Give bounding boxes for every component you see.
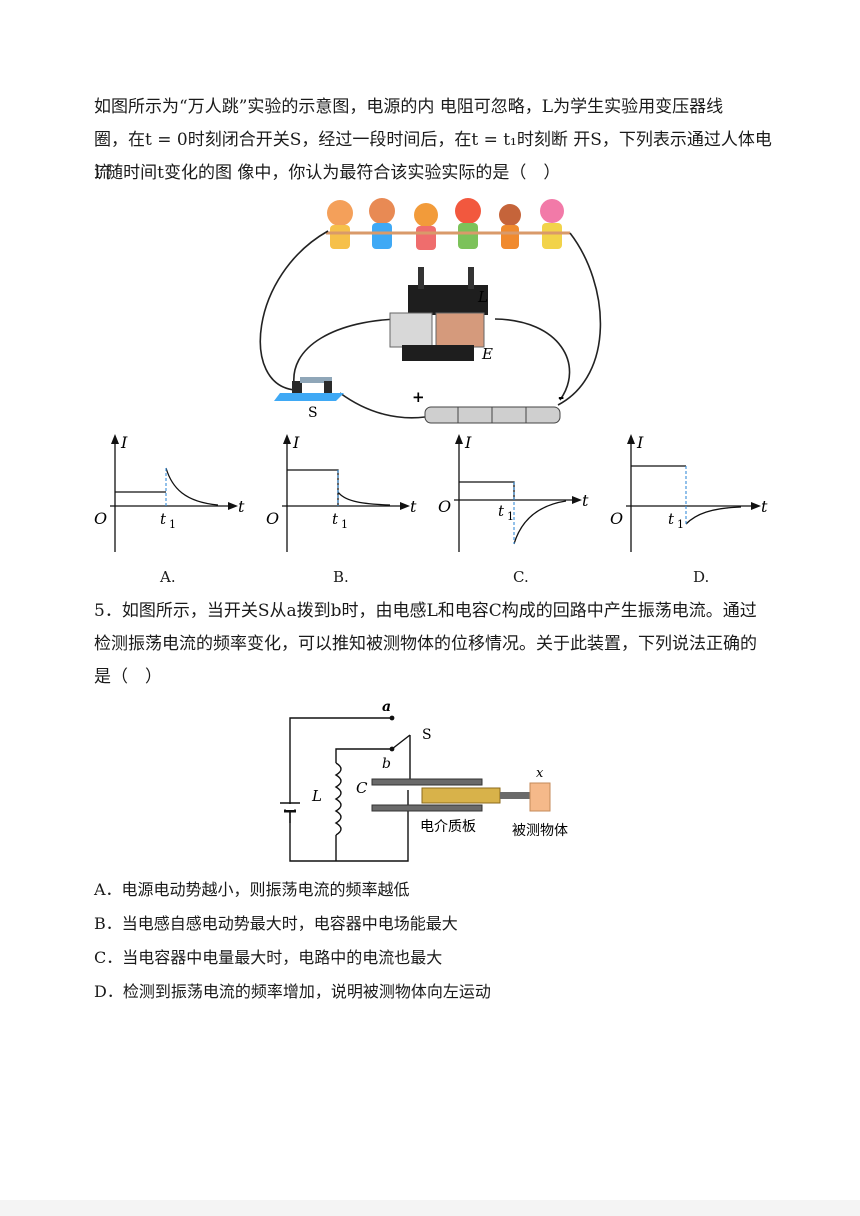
label-E: E bbox=[481, 345, 493, 363]
q4-option-graphs: I t O t 1 I t O t 1 bbox=[94, 433, 768, 552]
graph-c-origin: O bbox=[438, 497, 451, 516]
graph-b-t1-sub: 1 bbox=[341, 518, 348, 531]
q4-circuit-figure: L E S + - bbox=[259, 198, 602, 424]
measured-object bbox=[529, 782, 551, 812]
q5-line-1: 5．如图所示，当开关S从a拨到b时，由电感L和电容C构成的回路中产生振荡电流。通… bbox=[94, 601, 757, 621]
dielectric-slab bbox=[421, 787, 501, 804]
graph-d-origin: O bbox=[610, 509, 623, 528]
graph-d-axis-i: I bbox=[636, 433, 644, 452]
label-b: b bbox=[382, 756, 391, 772]
capacitor-top-plate bbox=[371, 778, 483, 786]
graph-d-t1: t bbox=[668, 510, 675, 528]
q5-choice-c[interactable]: C．当电容器中电量最大时，电路中的电流也最大 bbox=[94, 948, 443, 967]
option-b-label: B. bbox=[333, 568, 349, 586]
q5-line-2: 检测振荡电流的频率变化，可以推知被测物体的位移情况。关于此装置，下列说法正确的 bbox=[94, 634, 757, 654]
page-bottom-strip bbox=[0, 1200, 860, 1216]
graph-d: I t O t 1 bbox=[610, 433, 768, 552]
battery-icon bbox=[424, 406, 561, 424]
q5-lc-circuit-figure: a S b L C x 电介质板 被测物体 bbox=[280, 699, 568, 862]
graph-a-axis-t: t bbox=[238, 497, 245, 516]
q5-choice-b[interactable]: B．当电感自感电动势最大时，电容器中电场能最大 bbox=[94, 914, 458, 933]
label-S: S bbox=[308, 405, 318, 421]
label-object: 被测物体 bbox=[512, 823, 568, 839]
graph-d-axis-t: t bbox=[761, 497, 768, 516]
label-a: a bbox=[382, 699, 391, 715]
label-dielectric: 电介质板 bbox=[420, 819, 476, 835]
children-icon bbox=[326, 198, 570, 250]
label-L: L bbox=[477, 288, 488, 306]
q4-line-2: 圈，在t = 0时刻闭合开关S，经过一段时间后，在t = t₁时刻断 开S，下列… bbox=[94, 130, 772, 183]
option-d-label: D. bbox=[693, 568, 710, 586]
graph-a-t1-sub: 1 bbox=[169, 518, 176, 531]
label-x: x bbox=[536, 766, 544, 781]
transformer-icon bbox=[389, 267, 488, 361]
graph-a-axis-i: I bbox=[120, 433, 128, 452]
graph-b-axis-t: t bbox=[410, 497, 417, 516]
inductor-coil bbox=[334, 762, 342, 836]
graph-c: I t O t 1 bbox=[438, 433, 589, 552]
connecting-rod bbox=[500, 792, 530, 799]
q5-choice-d[interactable]: D．检测到振荡电流的频率增加，说明被测物体向左运动 bbox=[94, 982, 491, 1001]
graph-c-axis-t: t bbox=[582, 491, 589, 510]
q5-line-3: 是（ ） bbox=[94, 667, 162, 687]
label-c: C bbox=[356, 779, 368, 797]
switch-icon bbox=[274, 377, 344, 401]
graph-b: I t O t 1 bbox=[266, 433, 417, 552]
graph-c-t1: t bbox=[498, 502, 505, 520]
q4-line-1: 如图所示为“万人跳”实验的示意图，电源的内 电阻可忽略，L为学生实验用变压器线 bbox=[94, 97, 724, 117]
graph-d-t1-sub: 1 bbox=[677, 518, 684, 531]
battery-minus: - bbox=[558, 388, 564, 406]
graph-c-axis-i: I bbox=[464, 433, 472, 452]
capacitor-bottom-plate bbox=[371, 804, 483, 812]
graph-b-origin: O bbox=[266, 509, 279, 528]
battery-plus: + bbox=[412, 388, 425, 406]
graph-a-t1: t bbox=[160, 510, 167, 528]
option-c-label: C. bbox=[513, 568, 529, 586]
option-a-label: A. bbox=[160, 568, 176, 586]
graph-b-axis-i: I bbox=[292, 433, 300, 452]
q5-choice-a[interactable]: A．电源电动势越小，则振荡电流的频率越低 bbox=[94, 880, 410, 899]
graph-c-t1-sub: 1 bbox=[507, 510, 514, 523]
graph-a: I t O t 1 bbox=[94, 433, 245, 552]
graph-b-t1: t bbox=[332, 510, 339, 528]
q4-line-3: I 随时间t变化的图 像中，你认为最符合该实验实际的是（ ） bbox=[94, 163, 561, 183]
label-s: S bbox=[422, 727, 432, 743]
graph-a-origin: O bbox=[94, 509, 107, 528]
label-l: L bbox=[311, 787, 322, 805]
